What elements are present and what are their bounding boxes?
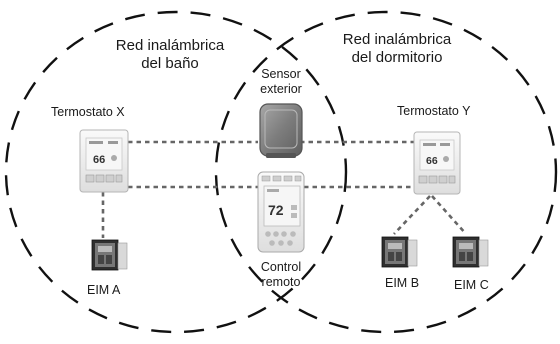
bathroom-network-title-line2: del baño	[141, 54, 199, 72]
thermostat-y-label: Termostato Y	[397, 104, 471, 118]
remote-control-label-line1: Control	[260, 260, 302, 274]
remote-control-device: 72	[257, 171, 305, 253]
eim-a-label: EIM A	[87, 283, 121, 297]
thermostat-x-device: 66	[79, 129, 129, 193]
outdoor-sensor-label-line1: Sensor	[261, 67, 301, 81]
remote-control-display: 72	[268, 202, 284, 218]
bedroom-network-title-line1: Red inalámbrica	[342, 31, 452, 48]
bathroom-network-boundary	[4, 10, 348, 334]
bedroom-network-title: Red inalámbrica del dormitorio	[322, 31, 472, 66]
eim-c-device	[452, 236, 489, 268]
eim-b-device	[381, 236, 418, 268]
bedroom-network-boundary	[214, 10, 558, 334]
thermostat-y-display: 66	[426, 155, 438, 167]
eim-b-label: EIM B	[385, 276, 420, 290]
bathroom-network-title: Red inalámbrica del baño	[100, 37, 240, 72]
eim-a-device	[91, 239, 128, 271]
link-thermostat-y-to-eim-c	[431, 195, 467, 235]
outdoor-sensor-label-line2: exterior	[260, 81, 302, 96]
thermostat-x-label: Termostato X	[51, 105, 125, 119]
remote-control-label: Control remoto	[246, 260, 316, 290]
thermostat-x-display: 66	[93, 154, 105, 166]
bathroom-network-title-line1: Red inalámbrica	[115, 37, 225, 54]
outdoor-sensor-label: Sensor exterior	[246, 67, 316, 97]
remote-control-label-line2: remoto	[261, 274, 301, 289]
outdoor-sensor-device	[259, 103, 303, 158]
link-thermostat-y-to-eim-b	[393, 195, 431, 235]
eim-c-label: EIM C	[454, 278, 489, 292]
bedroom-network-title-line2: del dormitorio	[351, 48, 443, 66]
thermostat-y-device: 66	[413, 131, 461, 195]
